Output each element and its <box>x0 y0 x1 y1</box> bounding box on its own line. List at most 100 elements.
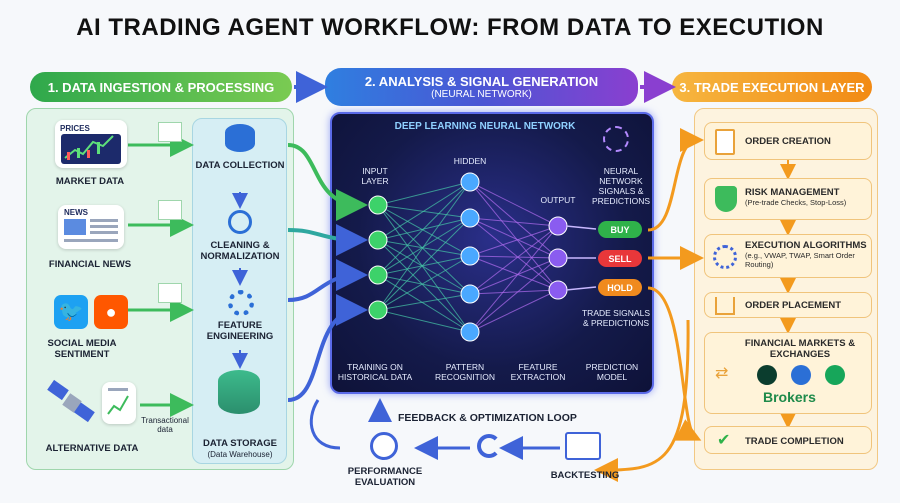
nn-node <box>460 246 480 266</box>
nn-node <box>368 265 388 285</box>
market-data-icon: PRICES <box>55 120 127 168</box>
nn-connection <box>377 181 471 206</box>
nn-bottom-prediction: PREDICTION MODEL <box>585 362 639 382</box>
nn-connection <box>377 239 471 295</box>
source-label-financial-news: FINANCIAL NEWS <box>48 259 132 270</box>
feedback-loop-label: FEEDBACK & OPTIMIZATION LOOP <box>398 412 577 424</box>
nn-connection <box>469 181 559 259</box>
performance-icon <box>370 432 398 460</box>
nn-node <box>460 322 480 342</box>
nn-connection <box>377 181 471 276</box>
nn-connection <box>469 181 559 227</box>
section-2-label: 2. ANALYSIS & SIGNAL GENERATION <box>364 74 599 89</box>
doc-icon <box>158 200 182 220</box>
section-2-sublabel: (NEURAL NETWORK) <box>431 89 532 100</box>
nn-connection <box>377 274 471 333</box>
exec-label-risk-management: RISK MANAGEMENT(Pre-trade Checks, Stop-L… <box>745 187 847 207</box>
exec-algorithms: EXECUTION ALGORITHMS(e.g., VWAP, TWAP, S… <box>704 234 872 278</box>
exec-label-order-placement: ORDER PLACEMENT <box>745 300 842 311</box>
exec-label-trade-completion: TRADE COMPLETION <box>745 436 844 447</box>
nn-bottom-pattern: PATTERN RECOGNITION <box>435 362 495 382</box>
network-nodes-icon <box>228 210 252 234</box>
input-layer-label: INPUT LAYER <box>361 166 389 186</box>
nn-connection <box>469 289 559 333</box>
nn-bottom-training: TRAINING ON HISTORICAL DATA <box>337 362 413 382</box>
output-layer-label: OUTPUT <box>540 195 576 205</box>
step-data-storage: DATA STORAGE <box>202 438 278 449</box>
data-warehouse-icon <box>218 370 260 414</box>
hidden-layer-label: HIDDEN <box>453 156 487 166</box>
nn-node <box>368 230 388 250</box>
nn-connection <box>469 225 559 257</box>
backtesting-label: BACKTESTING <box>550 470 620 481</box>
nn-connection <box>377 181 471 311</box>
nn-connection <box>377 274 471 295</box>
signal-buy: BUY <box>598 221 642 238</box>
section-1-band: 1. DATA INGESTION & PROCESSING <box>30 72 292 102</box>
trade-signals-label: TRADE SIGNALS & PREDICTIONS <box>581 308 651 328</box>
shield-check-icon <box>715 186 737 212</box>
step-data-collection: DATA COLLECTION <box>195 160 285 171</box>
signal-sell: SELL <box>598 250 642 267</box>
signal-hold: HOLD <box>598 279 642 296</box>
nn-node <box>548 216 568 236</box>
nn-connection <box>469 289 559 295</box>
exec-markets-exchanges: FINANCIAL MARKETS & EXCHANGES ⇄ Brokers <box>704 332 872 414</box>
exec-order-placement: ORDER PLACEMENT <box>704 292 872 318</box>
brokers-label: Brokers <box>763 389 816 405</box>
exchange-arrows-icon: ⇄ <box>715 365 729 382</box>
section-2-band: 2. ANALYSIS & SIGNAL GENERATION (NEURAL … <box>325 68 638 106</box>
nn-output-link <box>565 225 597 230</box>
nn-node <box>460 208 480 228</box>
prices-label: PRICES <box>60 124 90 133</box>
newspaper-icon: NEWS <box>58 205 124 249</box>
check-icon: ✔ <box>717 432 731 449</box>
trend-doc-icon <box>158 283 182 303</box>
nn-node <box>460 172 480 192</box>
clipboard-icon <box>715 129 735 155</box>
nn-node <box>368 195 388 215</box>
nn-connection <box>469 257 559 333</box>
exec-trade-completion: ✔ TRADE COMPLETION <box>704 426 872 454</box>
satellite-icon <box>45 378 101 428</box>
exec-order-creation: ORDER CREATION <box>704 122 872 160</box>
nn-node <box>460 284 480 304</box>
exchange-logo-1 <box>757 365 777 385</box>
backtesting-icon <box>565 432 601 460</box>
nn-connection <box>469 255 559 259</box>
source-label-alternative-data: ALTERNATIVE DATA <box>45 443 139 454</box>
nn-connection <box>377 204 471 295</box>
nn-node <box>548 280 568 300</box>
nn-connection <box>377 255 471 311</box>
source-label-social-media: SOCIAL MEDIA SENTIMENT <box>47 338 117 360</box>
exchange-logo-2 <box>791 365 811 385</box>
news-label: NEWS <box>64 208 88 217</box>
nn-connection <box>469 225 559 295</box>
nn-title: DEEP LEARNING NEURAL NETWORK <box>394 121 576 132</box>
database-icon <box>225 124 255 152</box>
exec-label-order-creation: ORDER CREATION <box>745 136 831 147</box>
nn-connection <box>377 239 471 257</box>
exchange-logo-3 <box>825 365 845 385</box>
step-cleaning-normalization: CLEANING & NORMALIZATION <box>200 240 280 262</box>
inbox-download-icon <box>715 297 735 315</box>
performance-evaluation-label: PERFORMANCE EVALUATION <box>347 466 423 488</box>
nn-connection <box>469 217 559 227</box>
nn-connection <box>377 181 471 241</box>
nn-bottom-feature: FEATURE EXTRACTION <box>510 362 566 382</box>
social-icons: 🐦 ● <box>54 295 132 331</box>
nn-connection <box>469 255 559 291</box>
exec-risk-management: RISK MANAGEMENT(Pre-trade Checks, Stop-L… <box>704 178 872 220</box>
nn-connection <box>377 239 471 333</box>
nn-connection <box>377 255 471 276</box>
step-data-storage-sub: (Data Warehouse) <box>207 450 273 459</box>
exec-label-markets: FINANCIAL MARKETS & EXCHANGES <box>744 338 856 360</box>
page-title: AI TRADING AGENT WORKFLOW: FROM DATA TO … <box>76 14 824 41</box>
nn-connection <box>469 225 559 333</box>
reddit-icon: ● <box>94 295 128 329</box>
nn-output-link <box>565 286 597 291</box>
nn-node <box>368 300 388 320</box>
twitter-icon: 🐦 <box>54 295 88 329</box>
